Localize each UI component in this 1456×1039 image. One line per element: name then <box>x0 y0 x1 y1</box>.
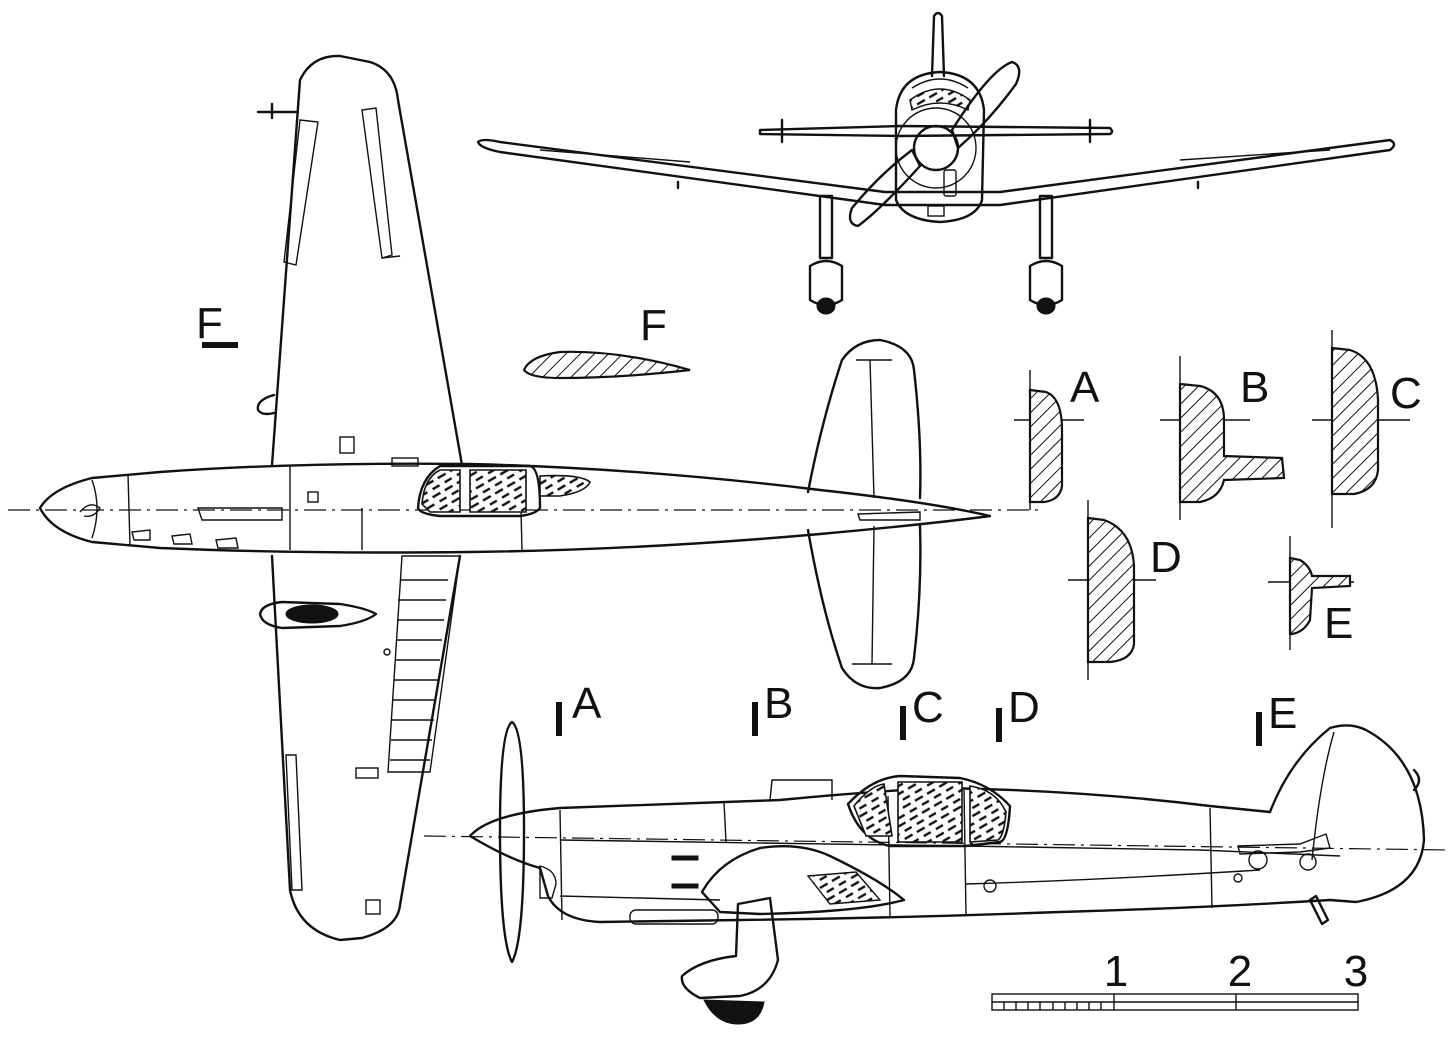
label-section-a: A <box>1070 363 1100 412</box>
front-tailplane <box>758 124 1114 138</box>
side-canopy <box>846 774 1012 848</box>
station-tick-d <box>996 708 1002 742</box>
station-label-d: D <box>1008 683 1040 732</box>
exhaust-stacks <box>671 855 699 889</box>
plan-upper-tailplane <box>806 338 922 500</box>
upper-flap <box>361 107 393 259</box>
lower-flap-ribs <box>390 579 448 761</box>
plan-upper-wing <box>270 54 464 467</box>
side-main-gear <box>680 896 780 1000</box>
label-section-c: C <box>1390 369 1422 418</box>
front-wing <box>476 138 1396 207</box>
front-spinner <box>912 124 960 172</box>
station-label-b: B <box>764 679 793 728</box>
section-e <box>1288 556 1352 636</box>
plan-lower-wing <box>270 554 462 942</box>
front-cowling <box>894 70 986 224</box>
section-d <box>1086 516 1136 664</box>
lower-flap <box>387 555 461 773</box>
airfoil-section-f <box>522 350 691 380</box>
section-c <box>1330 346 1380 496</box>
labels: F F A B C D E A B C D E <box>196 299 1422 746</box>
station-tick-c <box>900 706 906 740</box>
front-view <box>476 11 1396 315</box>
upper-aileron <box>283 119 319 266</box>
scale-bar-subdivisions <box>1003 1002 1102 1010</box>
front-right-gear <box>1038 194 1054 260</box>
station-label-e: E <box>1268 689 1297 738</box>
label-f-plan: F <box>196 299 223 348</box>
plan-fuselage <box>38 462 992 554</box>
station-tick-a <box>556 702 562 736</box>
label-section-d: D <box>1150 533 1182 582</box>
underwing-radiator <box>258 600 378 630</box>
side-tailwheel <box>1308 894 1330 926</box>
plan-lower-tailplane <box>806 524 922 690</box>
label-section-b: B <box>1240 363 1269 412</box>
label-section-e: E <box>1324 599 1353 648</box>
cross-sections <box>1014 330 1410 680</box>
front-fin <box>930 11 946 78</box>
plan-canopy <box>416 464 542 518</box>
side-wing-fairing <box>700 845 906 916</box>
section-b <box>1178 382 1286 504</box>
label-f-airfoil: F <box>640 301 667 350</box>
front-left-gear <box>818 194 834 260</box>
scale-bar: 1 2 3 <box>991 947 1368 1011</box>
section-a <box>1028 388 1064 504</box>
plan-view <box>8 54 1040 942</box>
lower-aileron <box>285 754 303 891</box>
scale-label-1: 1 <box>1104 947 1128 996</box>
station-tick-e <box>1256 712 1262 746</box>
side-propeller <box>498 720 526 964</box>
gun-port <box>339 436 355 454</box>
front-propeller-upper <box>950 60 1021 150</box>
scale-label-2: 2 <box>1228 947 1252 996</box>
side-centerline <box>423 835 1451 851</box>
scale-label-3: 3 <box>1344 947 1368 996</box>
station-label-c: C <box>912 683 944 732</box>
label-f-underline <box>202 342 238 348</box>
side-view <box>423 720 1451 1025</box>
station-label-a: A <box>572 679 602 728</box>
front-propeller-lower <box>848 148 922 228</box>
station-tick-b <box>752 702 758 736</box>
